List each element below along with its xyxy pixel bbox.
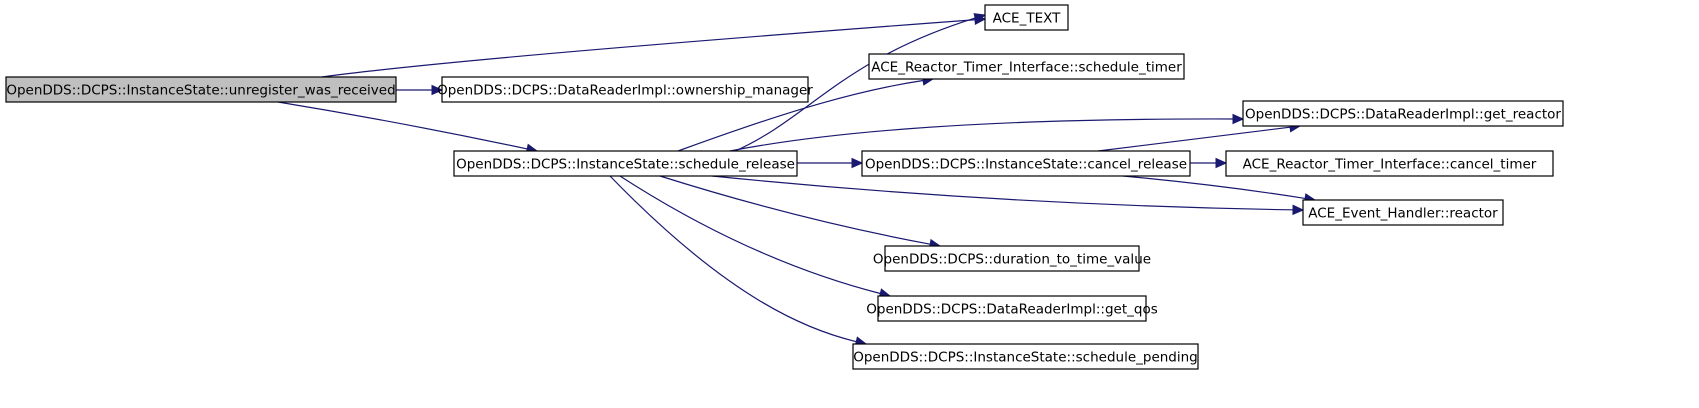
node-sched_release[interactable]: OpenDDS::DCPS::InstanceState::schedule_r… xyxy=(453,150,798,177)
edge-line xyxy=(729,118,1234,152)
edge-unregister-to-sched_release xyxy=(277,101,539,154)
node-cancel_release[interactable]: OpenDDS::DCPS::InstanceState::cancel_rel… xyxy=(861,150,1191,177)
edge-unregister-to-ownership xyxy=(396,84,444,96)
edge-line xyxy=(321,19,976,78)
node-cancel_timer[interactable]: ACE_Reactor_Timer_Interface::cancel_time… xyxy=(1225,150,1554,177)
node-box xyxy=(877,295,1147,322)
arrowhead xyxy=(973,13,987,24)
edge-line xyxy=(1097,126,1291,152)
edge-line xyxy=(677,79,924,152)
edge-sched_release-to-reactor xyxy=(711,175,1305,216)
arrowhead xyxy=(1232,113,1245,125)
node-box xyxy=(1225,150,1554,177)
edge-sched_release-to-sched_pending xyxy=(609,175,868,347)
node-box xyxy=(984,4,1069,31)
node-sched_timer[interactable]: ACE_Reactor_Timer_Interface::schedule_ti… xyxy=(868,53,1185,80)
edge-sched_release-to-cancel_release xyxy=(797,157,864,169)
edge-line xyxy=(619,175,881,295)
edge-line xyxy=(659,175,931,245)
node-box xyxy=(884,245,1140,272)
node-box xyxy=(441,76,809,103)
arrowhead xyxy=(1215,157,1228,169)
node-box xyxy=(852,343,1199,370)
node-label: ACE_Reactor_Timer_Interface::cancel_time… xyxy=(1243,157,1537,173)
edges-layer xyxy=(277,13,1317,347)
edge-line xyxy=(609,175,857,343)
edge-cancel_release-to-cancel_timer xyxy=(1190,157,1228,169)
node-duration[interactable]: OpenDDS::DCPS::duration_to_time_value xyxy=(873,245,1151,272)
edge-sched_release-to-get_reactor xyxy=(729,113,1245,152)
node-unregister: OpenDDS::DCPS::InstanceState::unregister… xyxy=(5,76,397,103)
nodes-layer: OpenDDS::DCPS::InstanceState::unregister… xyxy=(5,4,1564,370)
node-label: ACE_TEXT xyxy=(993,11,1061,27)
node-label: OpenDDS::DCPS::DataReaderImpl::get_react… xyxy=(1245,107,1561,123)
node-ace_text[interactable]: ACE_TEXT xyxy=(984,4,1069,31)
edge-line xyxy=(734,17,976,152)
node-label: ACE_Event_Handler::reactor xyxy=(1308,206,1498,222)
edge-line xyxy=(711,175,1294,211)
node-ownership[interactable]: OpenDDS::DCPS::DataReaderImpl::ownership… xyxy=(437,76,813,103)
node-get_reactor[interactable]: OpenDDS::DCPS::DataReaderImpl::get_react… xyxy=(1242,100,1564,127)
node-label: OpenDDS::DCPS::InstanceState::cancel_rel… xyxy=(865,157,1187,173)
edge-cancel_release-to-get_reactor xyxy=(1097,122,1302,152)
node-box xyxy=(1302,199,1504,226)
node-label: OpenDDS::DCPS::InstanceState::unregister… xyxy=(6,83,395,99)
edge-sched_release-to-duration xyxy=(659,175,942,250)
node-get_qos[interactable]: OpenDDS::DCPS::DataReaderImpl::get_qos xyxy=(866,295,1158,322)
node-reactor[interactable]: ACE_Event_Handler::reactor xyxy=(1302,199,1504,226)
node-box xyxy=(453,150,798,177)
node-sched_pending[interactable]: OpenDDS::DCPS::InstanceState::schedule_p… xyxy=(852,343,1199,370)
node-box xyxy=(861,150,1191,177)
edge-line xyxy=(1122,175,1306,200)
edge-line xyxy=(277,101,528,150)
node-label: OpenDDS::DCPS::DataReaderImpl::ownership… xyxy=(437,83,813,99)
node-box xyxy=(5,76,397,103)
node-box xyxy=(1242,100,1564,127)
node-label: OpenDDS::DCPS::InstanceState::schedule_p… xyxy=(853,350,1198,366)
edge-cancel_release-to-reactor xyxy=(1122,175,1317,204)
node-label: OpenDDS::DCPS::InstanceState::schedule_r… xyxy=(456,157,795,173)
node-box xyxy=(868,53,1185,80)
arrowhead xyxy=(1292,204,1305,216)
arrowhead xyxy=(851,157,864,169)
node-label: ACE_Reactor_Timer_Interface::schedule_ti… xyxy=(871,60,1182,76)
arrowhead xyxy=(431,84,444,96)
edge-sched_release-to-get_qos xyxy=(619,175,892,299)
node-label: OpenDDS::DCPS::duration_to_time_value xyxy=(873,252,1151,268)
node-label: OpenDDS::DCPS::DataReaderImpl::get_qos xyxy=(866,302,1157,318)
edge-sched_release-to-ace_text xyxy=(734,13,987,152)
